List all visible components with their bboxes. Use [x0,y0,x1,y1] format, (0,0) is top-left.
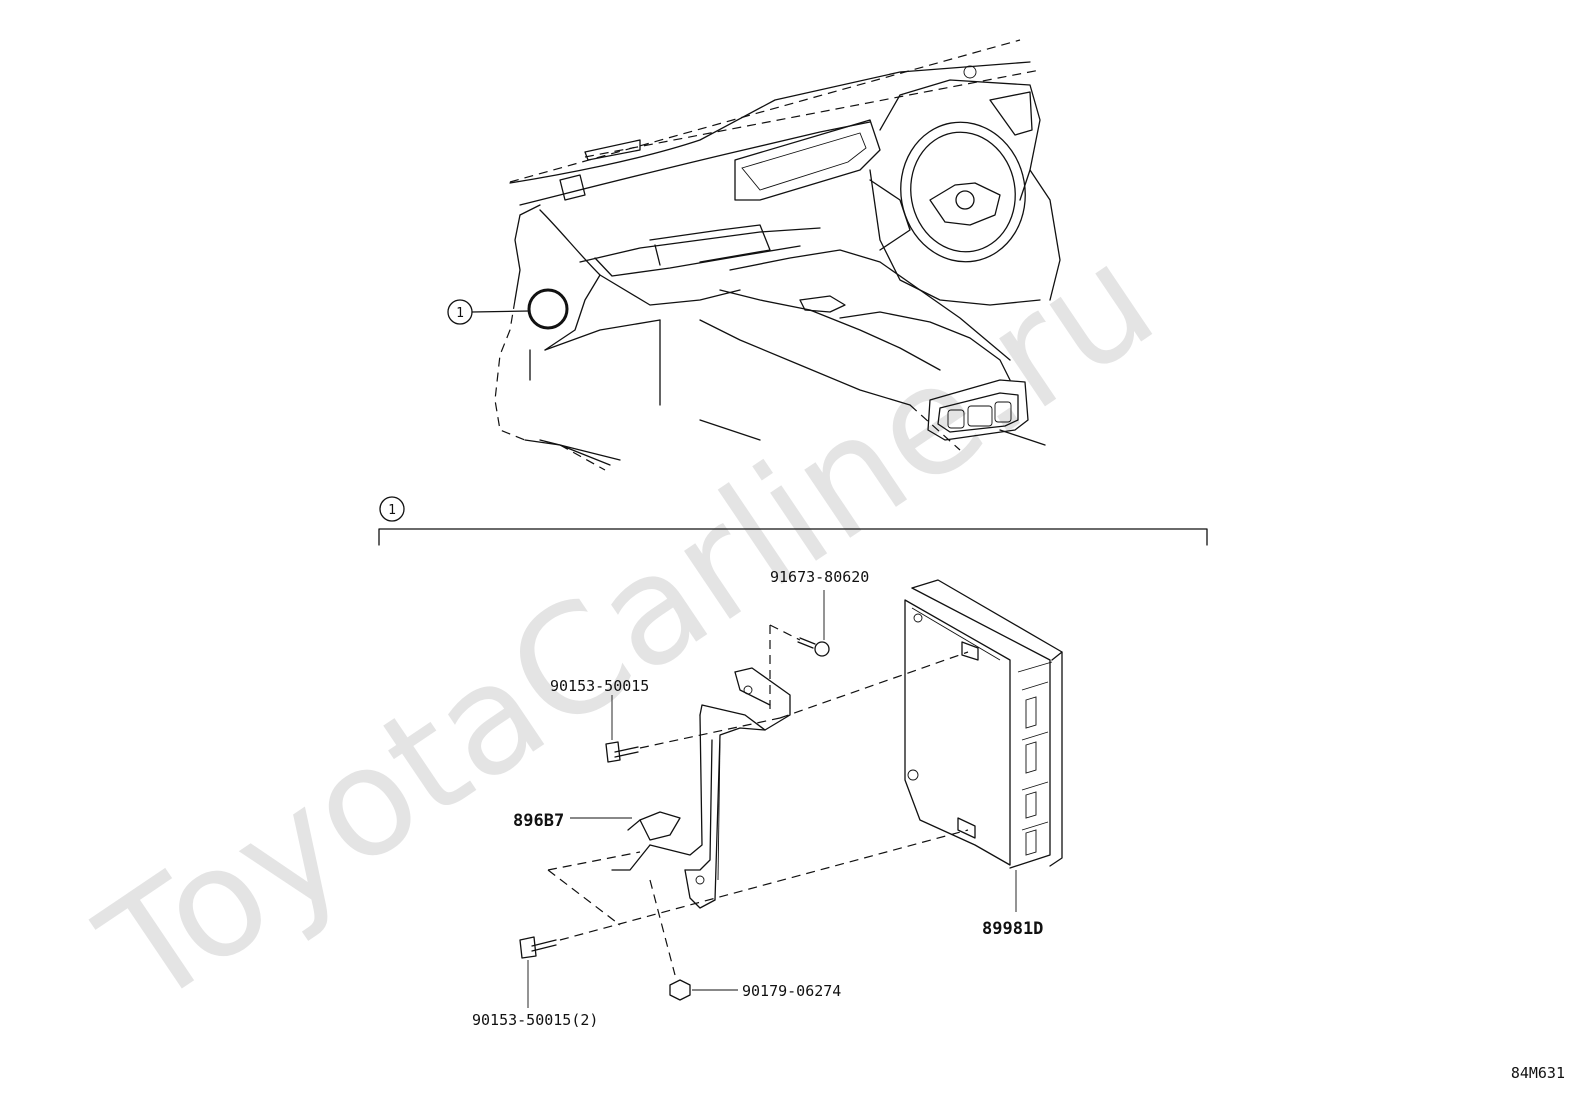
bolt-91673 [797,590,830,657]
detail-callout: 1 [379,496,405,522]
bolt-90153-lower [519,936,557,1008]
part-label-90153-50015-2: 90153-50015(2) [472,1011,598,1029]
bracket [611,667,791,909]
callout-detail-label: 1 [388,503,396,518]
dashboard-illustration [471,39,1061,471]
part-label-896B7: 896B7 [513,811,564,831]
nut-90179 [669,979,738,1001]
part-label-90179-06274: 90179-06274 [742,982,841,1000]
callout-overview-label: 1 [456,306,464,321]
detail-bracket [378,528,1208,546]
part-label-89981D: 89981D [982,919,1043,939]
bolt-90153-upper [605,695,639,763]
ecu-module [904,579,1063,912]
callout-overview: 1 [447,299,473,325]
location-marker [527,288,569,330]
diagram-id: 84M631 [1511,1064,1565,1082]
part-label-91673-80620: 91673-80620 [770,568,869,586]
part-label-90153-50015: 90153-50015 [550,677,649,695]
assembly-lines [547,624,969,976]
